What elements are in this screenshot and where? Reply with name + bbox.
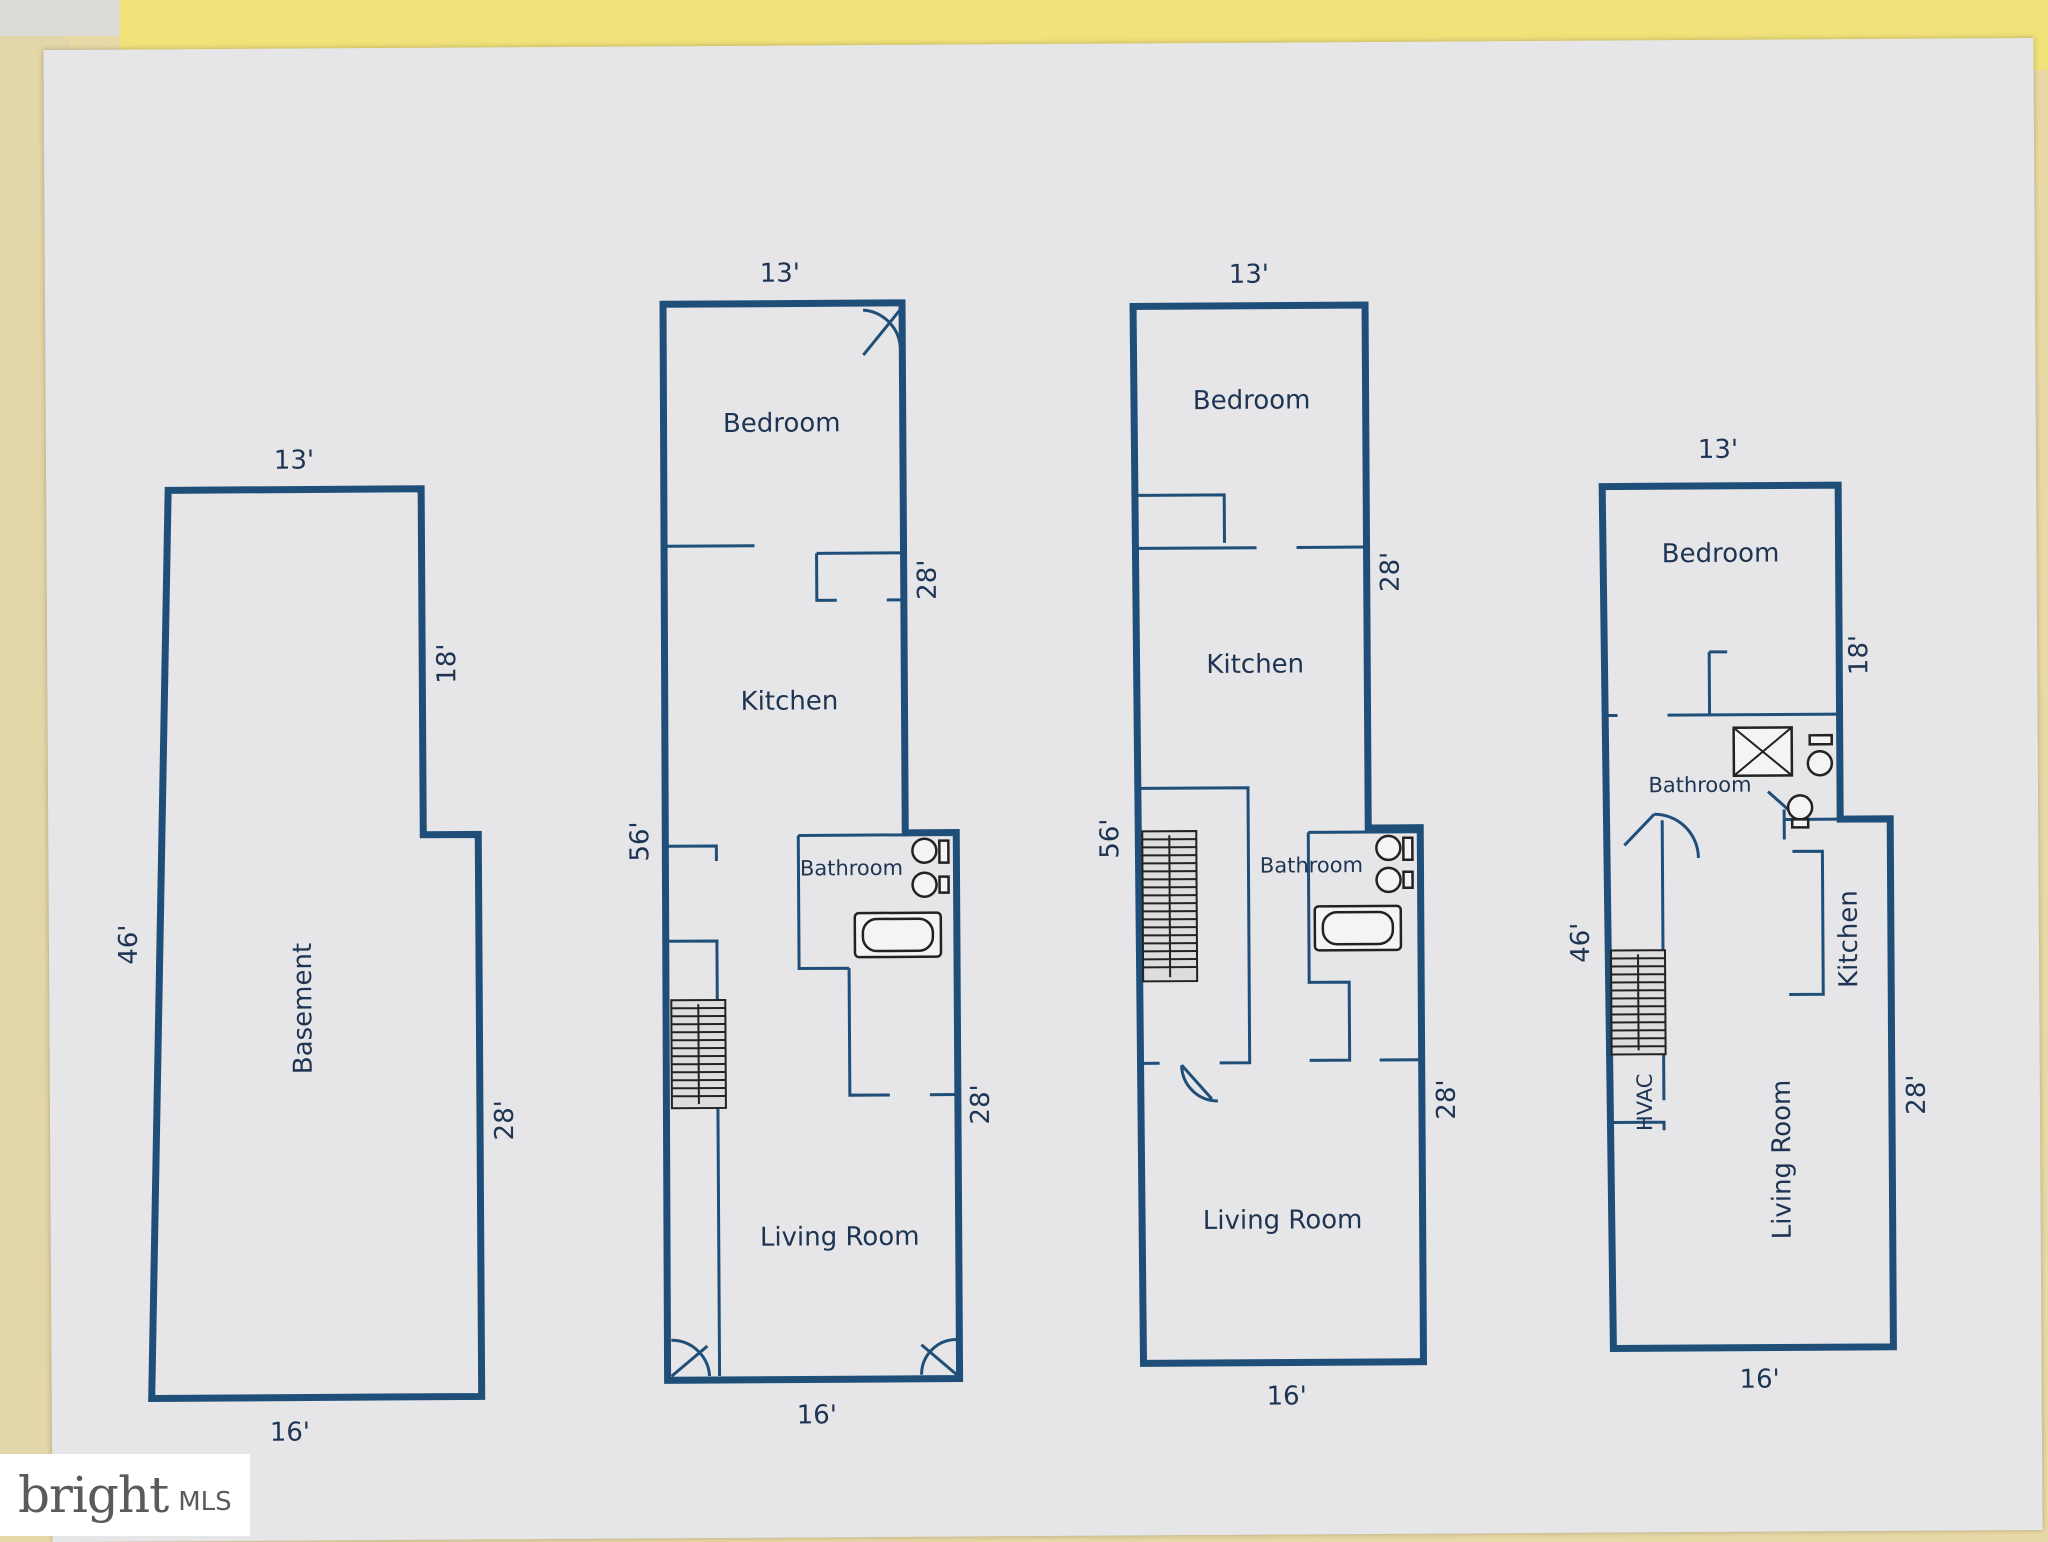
floor-b-bathtub-icon (1313, 904, 1403, 952)
floor-c-partition-bath (1605, 650, 1839, 840)
watermark-suffix: MLS (178, 1487, 232, 1517)
floor-plan-sheet: 13' 16' 46' 18' 28' Basement (43, 37, 2043, 1542)
dim-top: 13' (274, 445, 314, 475)
watermark-brand: bright (18, 1466, 169, 1524)
dim-right-upper: 28' (913, 559, 943, 599)
floor-a-door-3 (920, 1338, 958, 1376)
room-label-kitchen: Kitchen (1206, 649, 1304, 680)
room-label-bedroom: Bedroom (723, 408, 841, 439)
plan-floor-c: 13' 16' 46' 18' 28' Bedroom Bathroom Kit… (1566, 435, 1932, 1395)
dim-bottom: 16' (1739, 1365, 1779, 1395)
floor-b-partition-stair (1139, 786, 1252, 1065)
plan-floor-a: 13' 16' 56' 28' 28' Bedroom Kitchen Bath… (625, 258, 996, 1430)
dim-top: 13' (760, 258, 800, 288)
bright-mls-watermark: bright MLS (0, 1454, 250, 1536)
room-label-bedroom: Bedroom (1662, 538, 1780, 569)
floor-c-stairs (1609, 949, 1667, 1056)
dim-bottom: 16' (797, 1400, 837, 1430)
room-label-bathroom: Bathroom (1260, 853, 1363, 878)
dim-top: 13' (1698, 435, 1738, 465)
dim-bottom: 16' (270, 1417, 310, 1447)
room-label-bedroom: Bedroom (1193, 385, 1311, 416)
dim-left: 56' (625, 821, 655, 861)
floor-a-stairs (670, 998, 727, 1110)
plan-floor-b: 13' 16' 56' 28' 28' Bedroom Kitchen Bath… (1095, 260, 1462, 1412)
floor-a-walls (659, 299, 964, 1384)
dim-right-upper: 18' (1844, 635, 1874, 675)
floor-b-partition-bath (1306, 830, 1420, 1062)
dim-top: 13' (1229, 260, 1269, 290)
room-label-living-room: Living Room (1203, 1205, 1363, 1236)
floor-b-walls (1129, 301, 1428, 1367)
dim-right-lower: 28' (966, 1084, 996, 1124)
dim-right-lower: 28' (1432, 1079, 1462, 1119)
room-label-kitchen: Kitchen (741, 686, 839, 717)
floor-a-door-2 (670, 1338, 712, 1378)
floor-b-door-1 (1180, 1064, 1218, 1103)
plan-basement: 13' 16' 46' 18' 28' Basement (114, 445, 520, 1447)
floor-a-partition-bath (796, 833, 956, 1097)
floor-c-partition-kitchen (1789, 849, 1825, 996)
floor-a-partition-stair (668, 844, 722, 1376)
floor-a-partition-bedroom (666, 544, 902, 602)
room-label-kitchen: Kitchen (1834, 890, 1865, 988)
floor-b-stairs (1141, 830, 1199, 983)
dim-bottom: 16' (1267, 1381, 1307, 1411)
floor-c-shower-icon (1732, 726, 1794, 778)
room-label-living-room: Living Room (1767, 1080, 1798, 1240)
room-label-basement: Basement (288, 943, 319, 1074)
floor-a-toilet-icon (911, 837, 950, 864)
floor-plans-svg: 13' 16' 46' 18' 28' Basement (114, 258, 1932, 1447)
floor-c-walls (1598, 481, 1897, 1353)
floor-b-toilet-icon (1375, 834, 1414, 862)
floor-c-partition-hvac (1612, 1120, 1666, 1131)
room-label-living-room: Living Room (760, 1222, 920, 1253)
floor-b-partition-bedroom (1136, 493, 1365, 550)
dim-right-upper: 28' (1376, 552, 1406, 592)
floor-a-bathtub-icon (853, 911, 943, 959)
floor-c-sink-icon (1786, 794, 1814, 829)
dim-right-upper: 18' (432, 643, 462, 683)
room-label-bathroom: Bathroom (800, 856, 903, 881)
floor-a-door-1 (862, 308, 902, 357)
dim-left: 46' (114, 924, 144, 964)
room-label-bathroom: Bathroom (1648, 773, 1751, 798)
dim-left: 56' (1095, 818, 1125, 858)
floor-c-toilet-icon (1806, 733, 1834, 777)
dim-right-lower: 28' (1902, 1074, 1932, 1114)
floor-a-sink-icon (911, 871, 950, 898)
basement-walls (148, 485, 486, 1402)
room-label-hvac: HVAC (1633, 1074, 1657, 1132)
dim-right-lower: 28' (490, 1100, 520, 1140)
dim-left: 46' (1566, 923, 1596, 963)
floor-b-sink-icon (1375, 866, 1414, 894)
